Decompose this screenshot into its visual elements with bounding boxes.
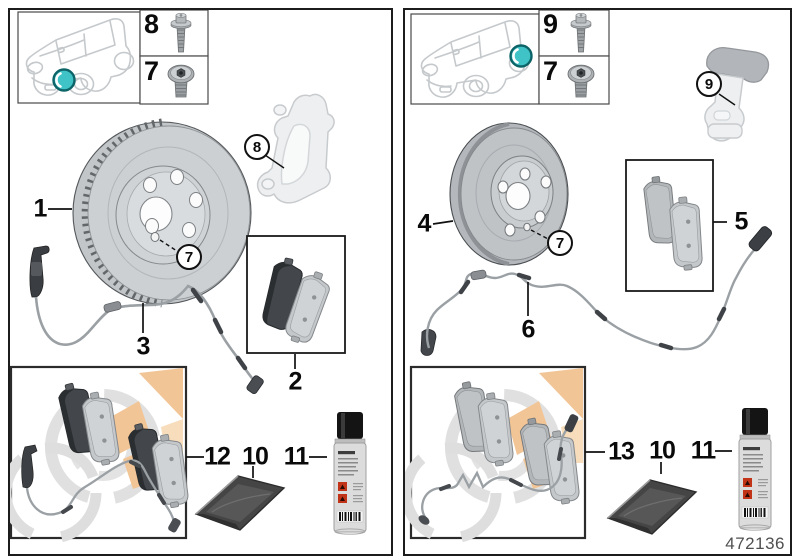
screw-cell-label-8[interactable]: 8 [144, 9, 160, 39]
caliper-carrier-ghost [704, 47, 770, 142]
screw-cells [538, 10, 610, 105]
front-brake-art [10, 10, 367, 554]
circled-callout-text: 7 [184, 248, 194, 266]
repair-kit-box [406, 367, 585, 538]
callout-cleaner[interactable]: 11 [690, 436, 716, 465]
circled-callout-text: 8 [252, 138, 262, 156]
front-brake-panel: 8 7 1 3 2 12 10 11 7 8 [8, 8, 393, 556]
screw-cell-label-9[interactable]: 9 [543, 9, 559, 39]
leader-lines [432, 93, 736, 474]
callout-paste[interactable]: 10 [649, 436, 676, 465]
car-locator-box [410, 13, 540, 105]
brake-cleaner-can [738, 407, 772, 531]
callout-pads[interactable]: 5 [734, 207, 749, 236]
callout-cleaner[interactable]: 11 [283, 442, 309, 471]
set-screw-hole [523, 222, 531, 232]
circled-callout-set-screw[interactable]: 7 [176, 244, 202, 270]
callout-disc[interactable]: 1 [33, 194, 48, 223]
circled-callout-carrier-screw[interactable]: 8 [244, 134, 270, 160]
brake-cleaner-can [333, 411, 367, 535]
brake-disc-vented [72, 118, 252, 308]
callout-paste[interactable]: 10 [242, 442, 269, 471]
front-wheel-highlight-icon [52, 68, 76, 92]
set-screw-hole [150, 232, 160, 242]
circled-callout-carrier-screw[interactable]: 9 [696, 71, 722, 97]
caliper-carrier-ghost [256, 93, 335, 204]
callout-sensor[interactable]: 6 [521, 315, 536, 344]
screw-cell-label-7[interactable]: 7 [144, 56, 160, 86]
brake-pads-box [246, 235, 346, 354]
callout-pads[interactable]: 2 [288, 367, 303, 396]
circled-callout-text: 9 [704, 75, 714, 93]
rear-brake-panel: 9 7 4 6 5 13 10 11 7 9 [403, 8, 792, 556]
screw-cells [139, 10, 209, 105]
callout-sensor[interactable]: 3 [136, 332, 151, 361]
wear-sensor [420, 226, 773, 356]
screw-cell-label-7[interactable]: 7 [543, 56, 559, 86]
callout-disc[interactable]: 4 [417, 209, 432, 238]
brake-disc-solid [449, 122, 569, 266]
rear-brake-art [405, 10, 773, 554]
leader-lines [48, 154, 327, 478]
car-locator-box [17, 11, 141, 104]
diagram-plate-number: 472136 [725, 534, 785, 553]
brake-paste-sachet [195, 475, 285, 531]
rear-wheel-highlight-icon [509, 44, 533, 68]
callout-kit[interactable]: 13 [608, 437, 635, 466]
brake-paste-sachet [607, 479, 697, 535]
wear-sensor [29, 245, 264, 395]
repair-kit-box [10, 367, 193, 538]
circled-callout-text: 7 [555, 234, 565, 252]
circled-callout-set-screw[interactable]: 7 [547, 230, 573, 256]
brake-pads-box [625, 159, 714, 292]
callout-kit[interactable]: 12 [204, 442, 231, 471]
